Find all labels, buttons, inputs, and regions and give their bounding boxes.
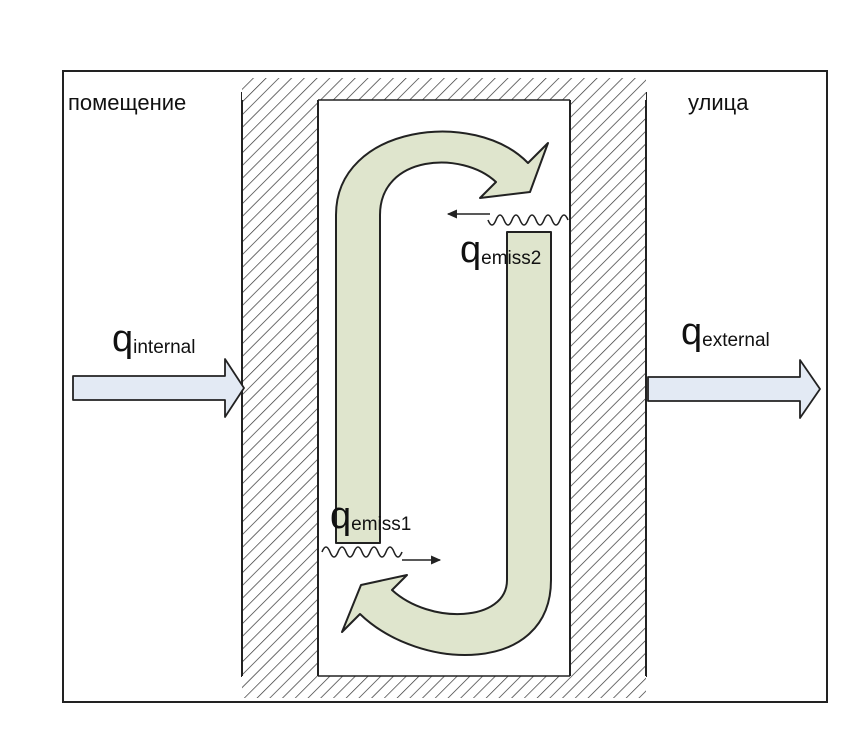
radiation-wave-2 (487, 214, 569, 226)
top-seal-hatch (242, 78, 646, 100)
q-internal-subscript: internal (133, 337, 195, 358)
convection-arrow-bottom (341, 231, 552, 656)
room-label: помещение (68, 90, 186, 115)
radiation-wave-1 (321, 546, 403, 558)
internal-flux-arrow (72, 358, 245, 418)
q-external-symbol: q (681, 311, 702, 353)
outer-wall-hatch (570, 92, 646, 677)
q-emiss1-symbol: q (330, 495, 351, 537)
q-emiss2-subscript: emiss2 (481, 248, 541, 269)
inner-wall-hatch (242, 92, 318, 677)
external-flux-arrow (647, 359, 821, 419)
street-label: улица (688, 90, 749, 115)
q-external-label: qexternal (681, 311, 770, 353)
q-emiss1-label: qemiss1 (330, 495, 411, 537)
q-emiss1-subscript: emiss1 (351, 514, 411, 535)
bottom-seal-hatch (242, 676, 646, 698)
convection-arrow-top (335, 130, 549, 544)
q-emiss2-label: qemiss2 (460, 229, 541, 271)
q-internal-symbol: q (112, 318, 133, 360)
q-emiss2-symbol: q (460, 229, 481, 271)
q-external-subscript: external (702, 330, 770, 351)
q-internal-label: qinternal (112, 318, 195, 360)
outer-frame (62, 70, 828, 703)
